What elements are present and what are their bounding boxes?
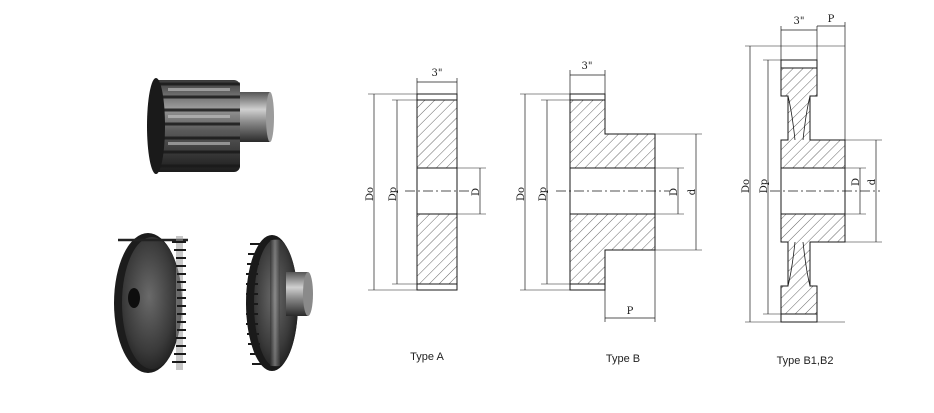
hub-gear-photo [246,235,313,371]
type-b12-caption: Type B1,B2 [776,355,834,367]
type-b12-outer-diameter-label: Do [741,179,752,193]
type-b-pitch-diameter-label: Dp [538,187,549,201]
type-b12-hub-length-label: P [828,14,835,25]
type-a-outer-diameter-label: Do [365,187,376,201]
type-b-width-label: 3" [582,61,593,72]
type-b12-bore-label: D [851,178,862,186]
type-b12-hub-diameter-label: d [867,178,878,185]
type-b12-pitch-diameter-label: Dp [759,179,770,193]
type-b12-width-label: 3" [794,16,805,27]
type-b-hub-diameter-label: d [687,188,698,195]
type-b-drawing [520,70,702,322]
type-a-pitch-diameter-label: Dp [388,187,399,201]
type-b-caption: Type B [605,353,641,365]
type-a-bore-label: D [471,188,482,196]
type-a-drawing [368,78,486,291]
type-a-width-label: 3" [432,68,443,79]
type-b12-drawing [745,22,882,323]
type-b-hub-length-label: P [627,306,634,317]
spur-gear-face-photo [114,233,188,373]
pinion-shaft-photo [147,78,274,174]
type-b-outer-diameter-label: Do [516,187,527,201]
type-a-caption: Type A [410,351,444,363]
type-b-bore-label: D [669,188,680,196]
